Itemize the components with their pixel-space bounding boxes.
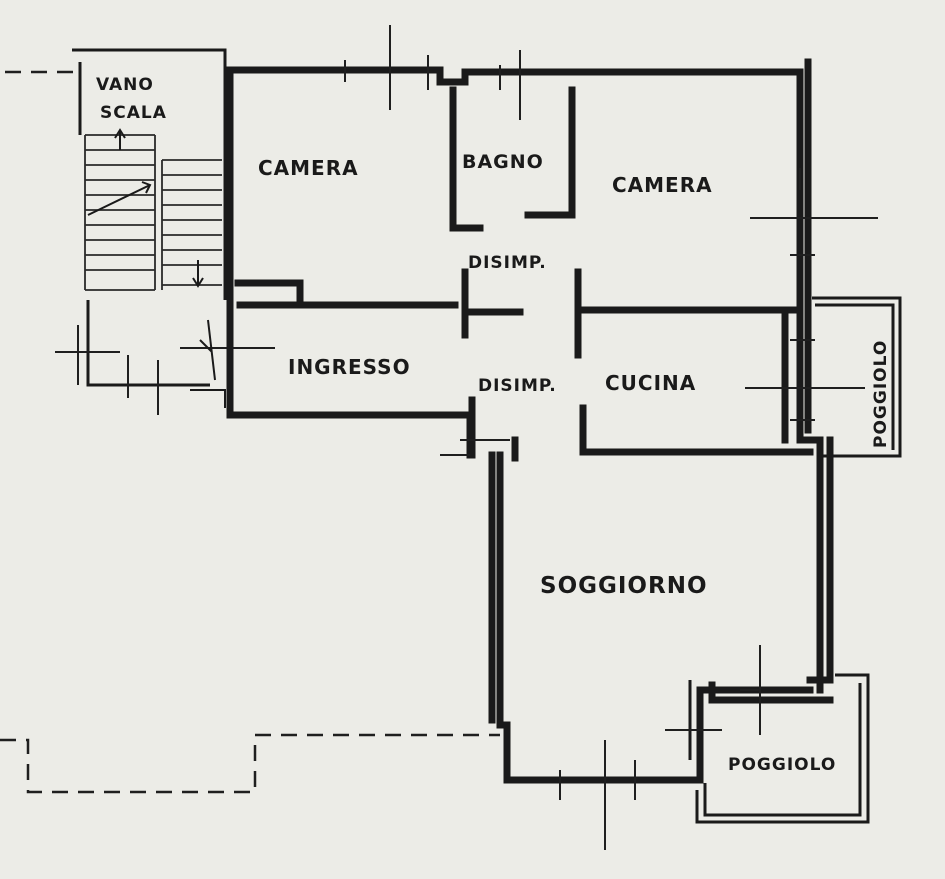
- label-soggiorno: SOGGIORNO: [540, 573, 708, 599]
- room-labels: VANO SCALA CAMERA BAGNO CAMERA DISIMP. I…: [96, 75, 891, 775]
- label-camera-left: CAMERA: [258, 156, 359, 180]
- label-vano: VANO: [96, 75, 154, 95]
- label-disimpegno-mid: DISIMP.: [478, 376, 557, 396]
- label-ingresso: INGRESSO: [288, 355, 411, 379]
- label-camera-right: CAMERA: [612, 173, 713, 197]
- label-poggiolo-right: POGGIOLO: [871, 340, 891, 448]
- walls: [226, 58, 902, 824]
- tick-marks: [190, 25, 878, 850]
- label-scala: SCALA: [100, 103, 167, 123]
- label-poggiolo-bottom: POGGIOLO: [728, 755, 836, 775]
- dashed-outline-left: [0, 70, 500, 794]
- label-bagno: BAGNO: [462, 151, 544, 173]
- label-disimpegno-top: DISIMP.: [468, 253, 547, 273]
- stairwell: [55, 48, 275, 415]
- label-cucina: CUCINA: [605, 371, 696, 395]
